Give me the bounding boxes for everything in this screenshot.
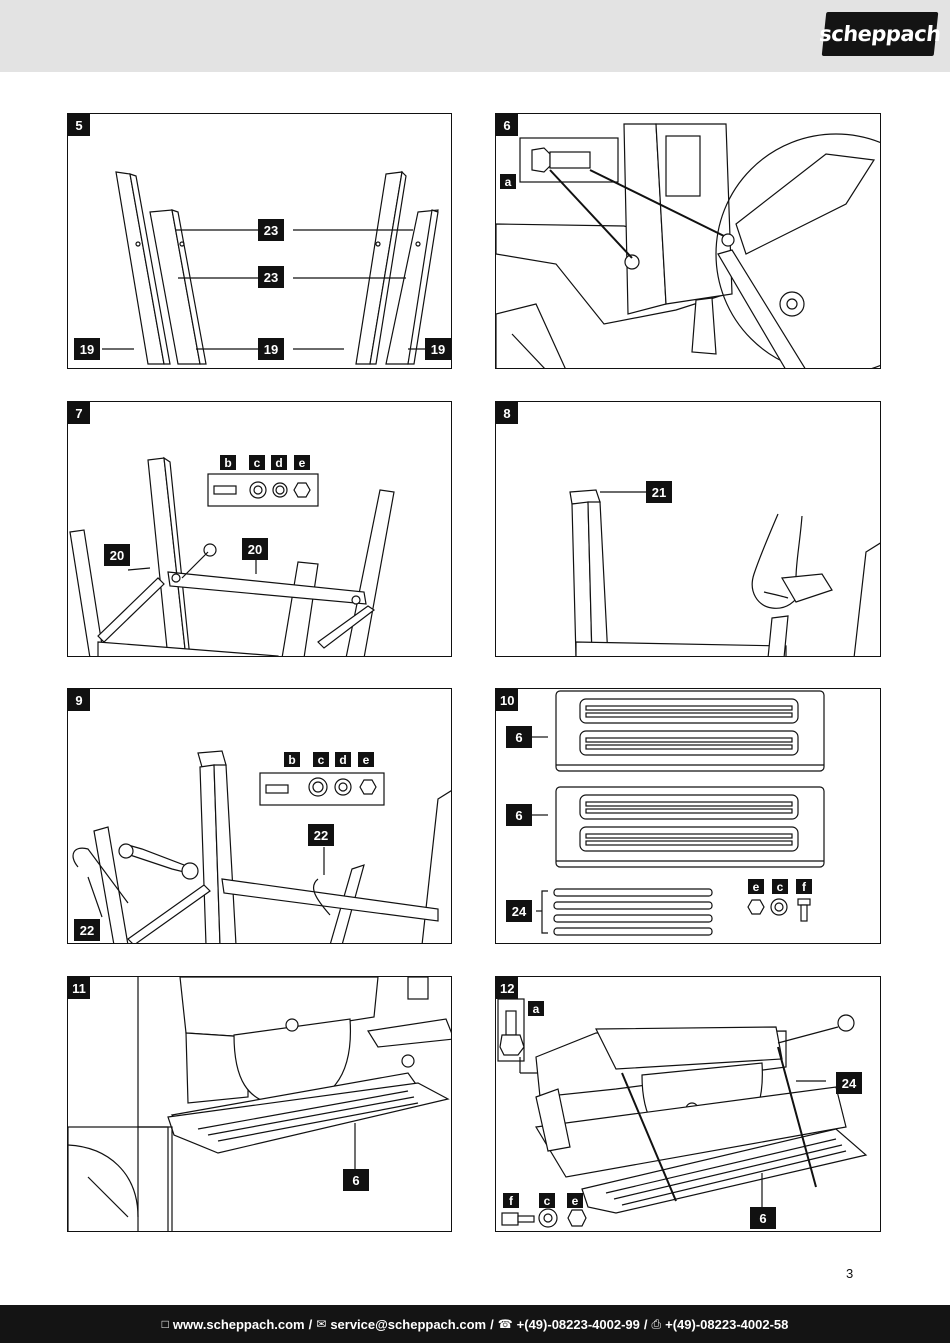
computer-icon: □ bbox=[161, 1317, 169, 1331]
callout-22-left: 22 bbox=[74, 919, 100, 941]
part-d-label: d bbox=[271, 455, 287, 470]
email-icon: ✉ bbox=[316, 1317, 327, 1331]
callout-24: 24 bbox=[506, 900, 532, 922]
figure-number: 5 bbox=[68, 114, 90, 136]
part-e-label: e bbox=[567, 1193, 583, 1208]
footer-separator: / bbox=[643, 1316, 648, 1332]
callout-6: 6 bbox=[750, 1207, 776, 1229]
part-e-label: e bbox=[294, 455, 310, 470]
figure-10: 10 6 6 24 e c f bbox=[495, 688, 881, 944]
part-e-label: e bbox=[358, 752, 374, 767]
figure-9-drawing bbox=[72, 750, 451, 943]
figure-7-drawing bbox=[69, 456, 395, 656]
figure-number: 10 bbox=[496, 689, 519, 711]
figure-number: 7 bbox=[68, 402, 90, 424]
callout-23-middle: 23 bbox=[258, 266, 284, 288]
part-f-label: f bbox=[503, 1193, 519, 1208]
figure-8: 8 21 bbox=[495, 401, 881, 657]
figure-8-drawing bbox=[569, 489, 880, 656]
callout-21: 21 bbox=[646, 481, 672, 503]
footer-email[interactable]: service@scheppach.com bbox=[330, 1316, 487, 1332]
figure-9: 9 b c d e 22 22 bbox=[67, 688, 452, 944]
brand-logo: scheppach bbox=[818, 12, 942, 56]
footer-bar: □ www.scheppach.com / ✉ service@scheppac… bbox=[0, 1305, 950, 1343]
callout-20-right: 20 bbox=[242, 538, 268, 560]
header-band bbox=[0, 0, 950, 72]
logo-text: scheppach bbox=[818, 22, 942, 46]
part-f-label: f bbox=[796, 879, 812, 894]
figure-5-drawing bbox=[102, 170, 439, 365]
part-c-label: c bbox=[249, 455, 265, 470]
figure-5: 5 23 23 19 19 19 bbox=[67, 113, 452, 369]
footer-phone: +(49)-08223-4002-99 bbox=[516, 1316, 640, 1332]
footer-separator: / bbox=[308, 1316, 313, 1332]
figure-number: 9 bbox=[68, 689, 90, 711]
part-c-label: c bbox=[539, 1193, 555, 1208]
callout-6: 6 bbox=[343, 1169, 369, 1191]
part-d-label: d bbox=[335, 752, 351, 767]
callout-19-center: 19 bbox=[258, 338, 284, 360]
callout-19-right: 19 bbox=[425, 338, 451, 360]
footer-separator: / bbox=[490, 1316, 494, 1332]
figure-7: 7 b c d e 20 20 bbox=[67, 401, 452, 657]
figure-number: 8 bbox=[496, 402, 518, 424]
figure-12-drawing bbox=[497, 998, 868, 1228]
figure-10-drawing bbox=[532, 690, 825, 936]
part-c-label: c bbox=[313, 752, 329, 767]
figure-12: 12 a 24 6 f c e bbox=[495, 976, 881, 1232]
callout-24: 24 bbox=[836, 1072, 862, 1094]
phone-icon: ☎ bbox=[497, 1317, 513, 1331]
part-c-label: c bbox=[772, 879, 788, 894]
part-e-label: e bbox=[748, 879, 764, 894]
footer-website[interactable]: www.scheppach.com bbox=[172, 1316, 305, 1332]
part-b-label: b bbox=[284, 752, 300, 767]
callout-6-upper: 6 bbox=[506, 726, 532, 748]
figure-11: 11 6 bbox=[67, 976, 452, 1232]
callout-19-left: 19 bbox=[74, 338, 100, 360]
page-number: 3 bbox=[846, 1266, 854, 1281]
part-b-label: b bbox=[220, 455, 236, 470]
part-a-label: a bbox=[528, 1001, 544, 1016]
callout-23-top: 23 bbox=[258, 219, 284, 241]
figure-6: 6 a bbox=[495, 113, 881, 369]
fax-icon: ⎙ bbox=[651, 1316, 662, 1331]
footer-fax: +(49)-08223-4002-58 bbox=[665, 1316, 789, 1332]
callout-22-right: 22 bbox=[308, 824, 334, 846]
figure-11-drawing bbox=[68, 977, 451, 1231]
callout-20-left: 20 bbox=[104, 544, 130, 566]
figure-number: 11 bbox=[68, 977, 90, 999]
figure-number: 12 bbox=[496, 977, 519, 999]
figure-6-drawing bbox=[496, 123, 880, 368]
callout-6-lower: 6 bbox=[506, 804, 532, 826]
figure-number: 6 bbox=[496, 114, 518, 136]
part-a-label: a bbox=[500, 174, 516, 189]
